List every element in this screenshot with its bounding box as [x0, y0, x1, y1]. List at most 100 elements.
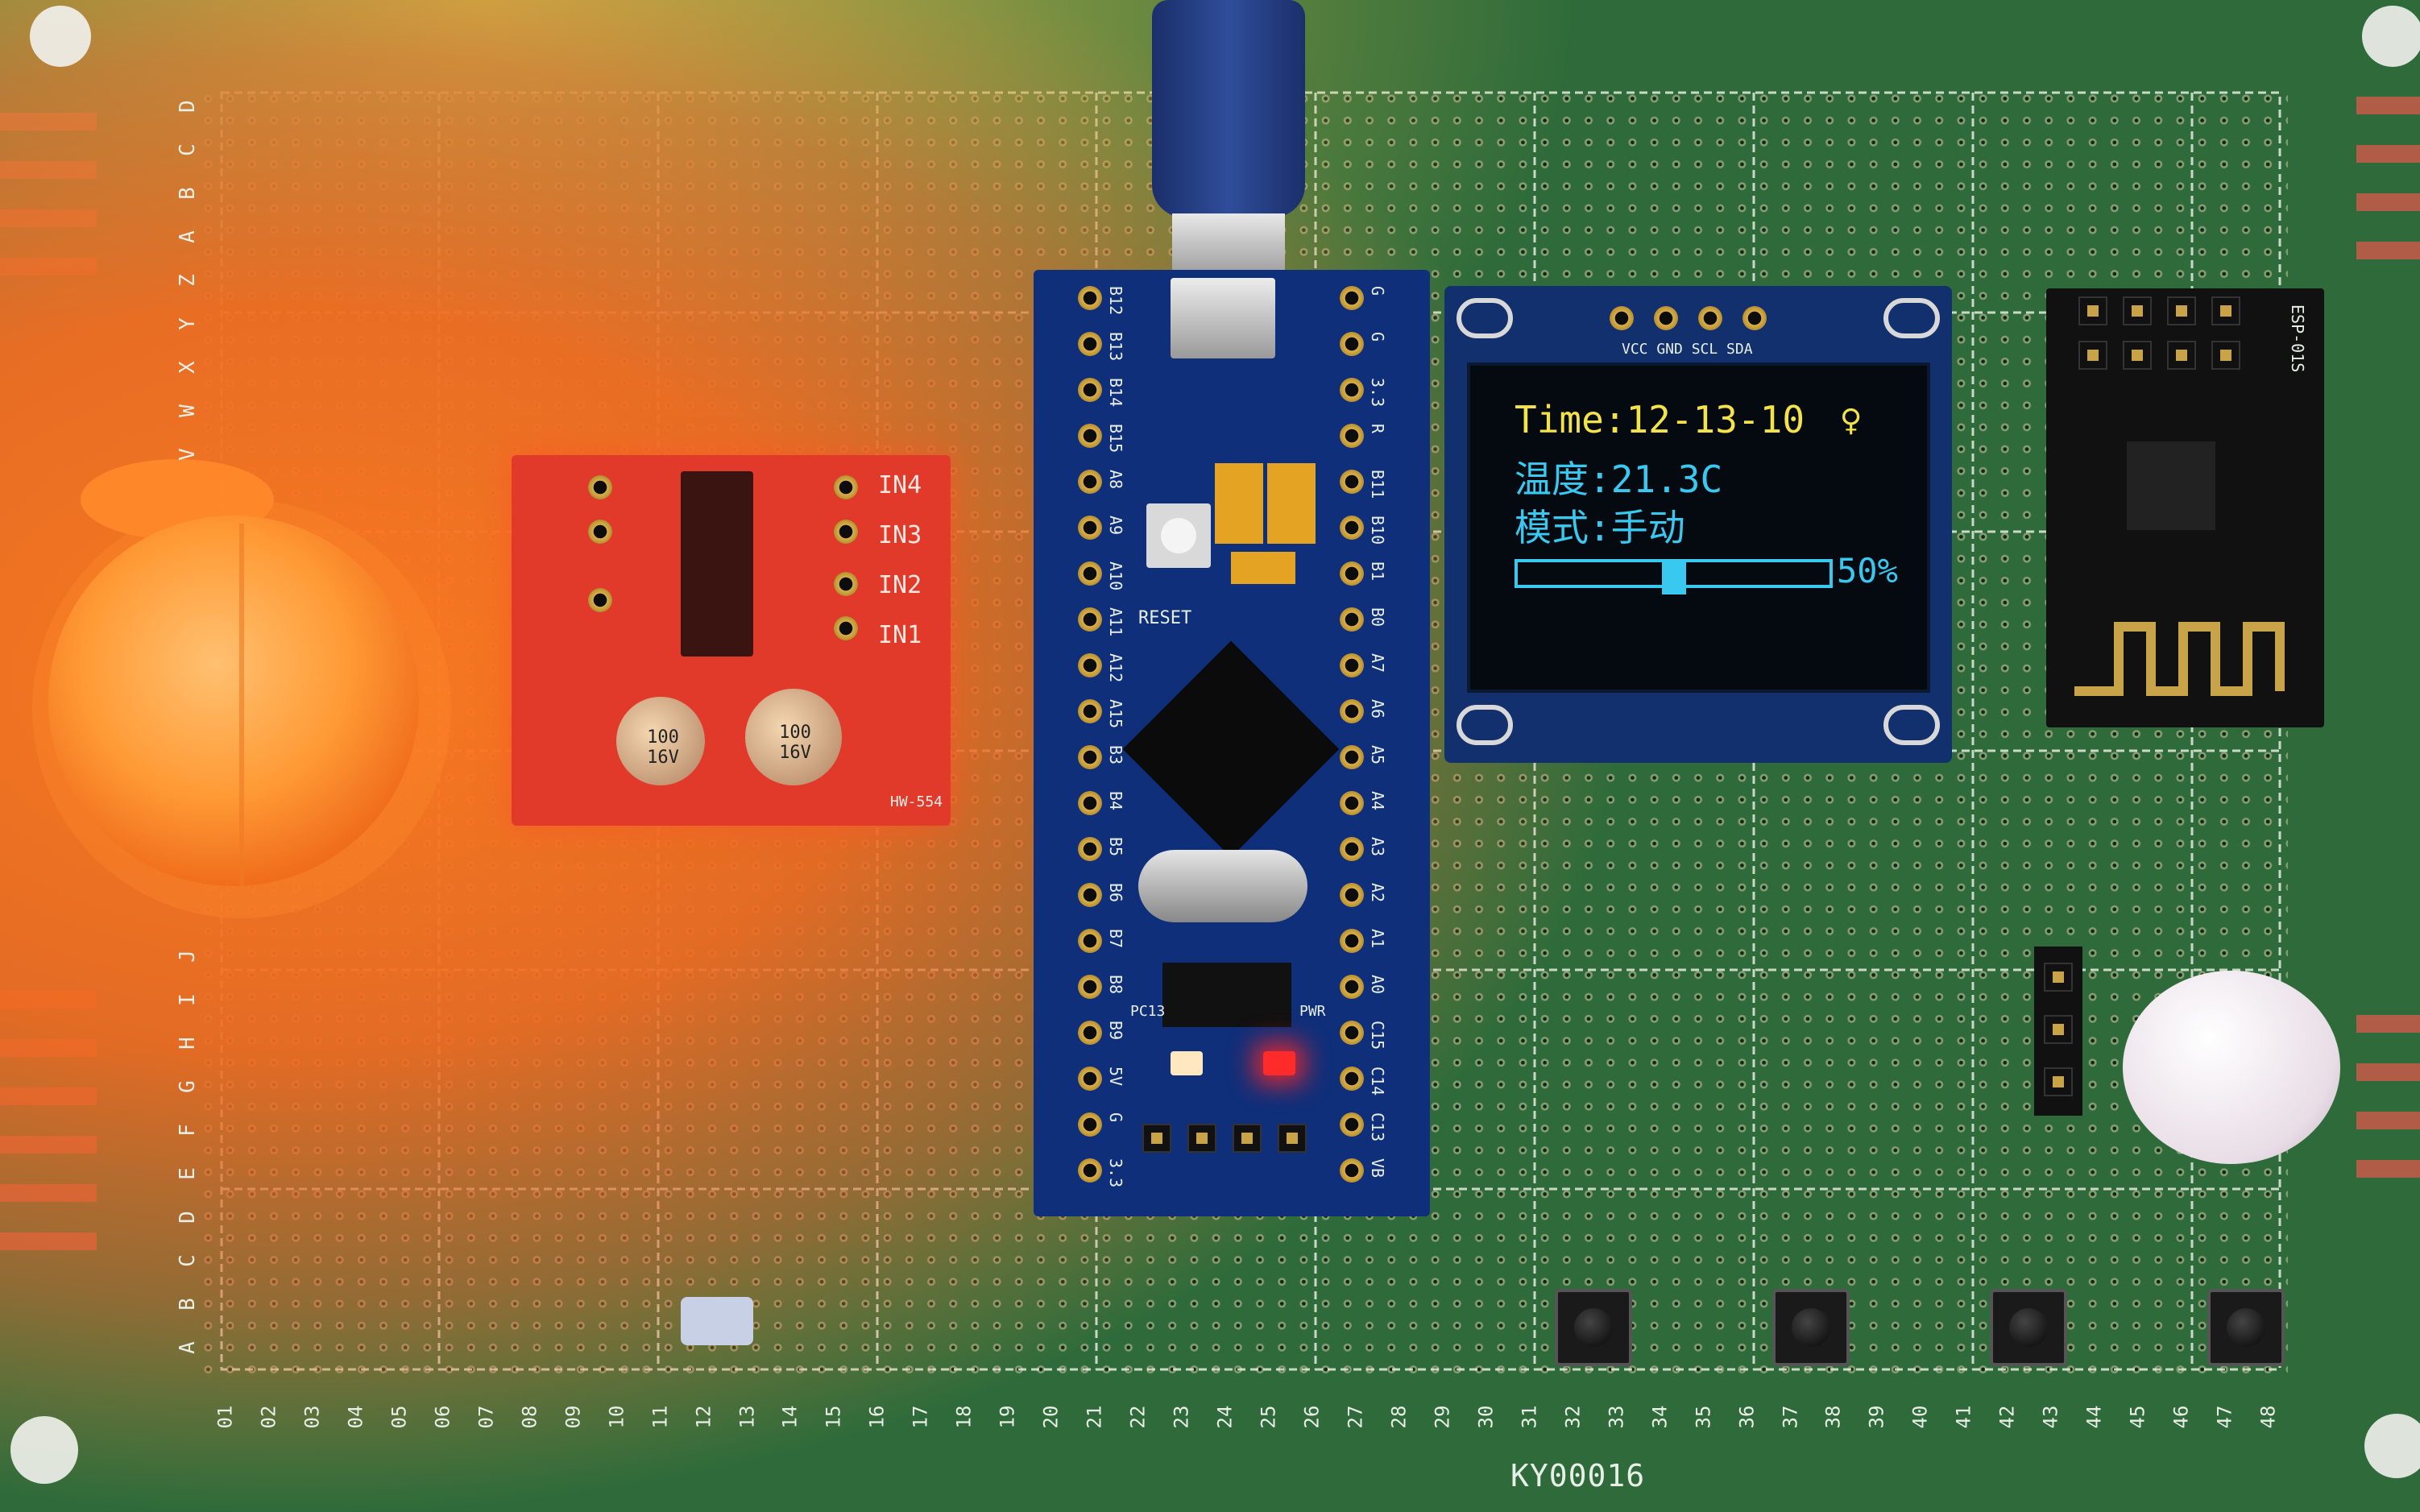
mcu-pin: [1340, 332, 1364, 356]
column-number: 09: [561, 1405, 585, 1429]
mcu-pin: [1340, 1021, 1364, 1045]
column-number: 23: [1170, 1405, 1193, 1429]
column-number: 28: [1387, 1405, 1411, 1429]
usb-port: [1171, 278, 1275, 358]
mcu-pin: [1340, 1067, 1364, 1091]
row-letter: Z: [176, 274, 200, 287]
voltage-regulator: [1162, 963, 1291, 1027]
mcu-pin: [1078, 791, 1102, 815]
row-letter: X: [176, 361, 200, 374]
driver-input-label: IN4: [878, 471, 922, 499]
mcu-pin-label: A0: [1368, 975, 1387, 995]
column-number: 19: [996, 1405, 1019, 1429]
column-number: 04: [344, 1405, 367, 1429]
mount-hole-br: [1883, 705, 1940, 745]
tactile-buttons-row: [1555, 1289, 2304, 1377]
mcu-pin: [1078, 653, 1102, 677]
mcu-pin: [1078, 332, 1102, 356]
mcu-pin: [1340, 470, 1364, 494]
reset-button[interactable]: [1146, 503, 1211, 568]
mcu-pin: [1078, 1067, 1102, 1091]
reset-label: RESET: [1138, 608, 1192, 628]
mcu-pin-label: B14: [1106, 378, 1125, 408]
mcu-pin-label: 3.3: [1368, 378, 1387, 408]
column-number: 40: [1908, 1405, 1932, 1429]
mcu-pin: [1340, 607, 1364, 632]
column-number: 33: [1605, 1405, 1628, 1429]
mcu-pin-label: G: [1368, 332, 1387, 342]
column-number: 32: [1561, 1405, 1585, 1429]
mcu-pin-label: B15: [1106, 424, 1125, 454]
column-number: 46: [2169, 1405, 2193, 1429]
tactile-button-4[interactable]: [2207, 1289, 2285, 1366]
mcu-pin-label: B1: [1368, 561, 1387, 582]
mcu-pin: [1078, 561, 1102, 586]
mcu-pin-label: B8: [1106, 975, 1125, 995]
column-number: 10: [605, 1405, 628, 1429]
mcu-pin-label: B12: [1106, 286, 1125, 316]
mcu-pin-label: B5: [1106, 837, 1125, 857]
mcu-pin: [1078, 745, 1102, 769]
esp-header: [2078, 296, 2272, 393]
column-number: 01: [213, 1405, 237, 1429]
mcu-pin-label: B3: [1106, 745, 1125, 765]
row-letter: Y: [176, 317, 200, 330]
tactile-button-3[interactable]: [1990, 1289, 2067, 1366]
mcu-pin: [1340, 653, 1364, 677]
button-cap: [1792, 1308, 1830, 1347]
mcu-pin: [1078, 378, 1102, 402]
mcu-pin: [1078, 1112, 1102, 1137]
crystal: [1138, 850, 1307, 922]
orange-ping-pong-ball: [32, 459, 451, 918]
pc13-led: [1171, 1051, 1203, 1075]
mcu-pin: [1078, 607, 1102, 632]
micro-usb-cable: [1136, 0, 1321, 278]
column-number: 30: [1474, 1405, 1498, 1429]
mount-hole-tr: [1883, 298, 1940, 338]
column-number: 03: [300, 1405, 324, 1429]
column-number: 20: [1039, 1405, 1063, 1429]
driver-pins-right: [830, 467, 862, 652]
photoresistor: [665, 1289, 802, 1353]
oled-slider-track: [1515, 559, 1833, 594]
oled-slider-thumb: [1662, 559, 1686, 594]
mcu-pin-label: A7: [1368, 653, 1387, 673]
mcu-pin-label: C14: [1368, 1067, 1387, 1096]
mcu-pin: [1340, 424, 1364, 448]
oled-header: [1602, 294, 1779, 342]
mcu-pin-label: B13: [1106, 332, 1125, 362]
column-number: 37: [1779, 1405, 1802, 1429]
driver-pins-left: [584, 467, 616, 620]
tactile-button-2[interactable]: [1772, 1289, 1850, 1366]
column-number: 22: [1126, 1405, 1150, 1429]
column-number: 41: [1952, 1405, 1975, 1429]
column-number: 24: [1213, 1405, 1237, 1429]
tactile-button-1[interactable]: [1555, 1289, 1632, 1366]
mcu-pin-label: A15: [1106, 699, 1125, 729]
row-letter: V: [176, 448, 200, 461]
mcu-pin: [1340, 1158, 1364, 1183]
esp-module-label: ESP-01S: [2288, 304, 2307, 373]
mcu-pin: [1340, 929, 1364, 953]
column-number: 27: [1344, 1405, 1367, 1429]
pcb-antenna: [2074, 622, 2285, 696]
row-letter: I: [176, 993, 200, 1006]
oled-line-2: 温度:21.3C: [1515, 458, 1723, 501]
mcu-pin-label: 5V: [1106, 1067, 1125, 1087]
mcu-pin-label: A10: [1106, 561, 1125, 591]
mcu-pin-label: C13: [1368, 1112, 1387, 1142]
column-number: 43: [2039, 1405, 2062, 1429]
ankh-icon: ♀: [1839, 398, 1863, 441]
row-letter: C: [176, 143, 200, 156]
mcu-pin: [1078, 837, 1102, 861]
column-number: 14: [778, 1405, 802, 1429]
board-model-label: KY00016: [1510, 1458, 1646, 1493]
column-number: 35: [1692, 1405, 1715, 1429]
mcu-pin-label: VB: [1368, 1158, 1387, 1179]
column-number: 05: [387, 1405, 411, 1429]
column-number: 12: [692, 1405, 715, 1429]
mcu-pin: [1340, 837, 1364, 861]
